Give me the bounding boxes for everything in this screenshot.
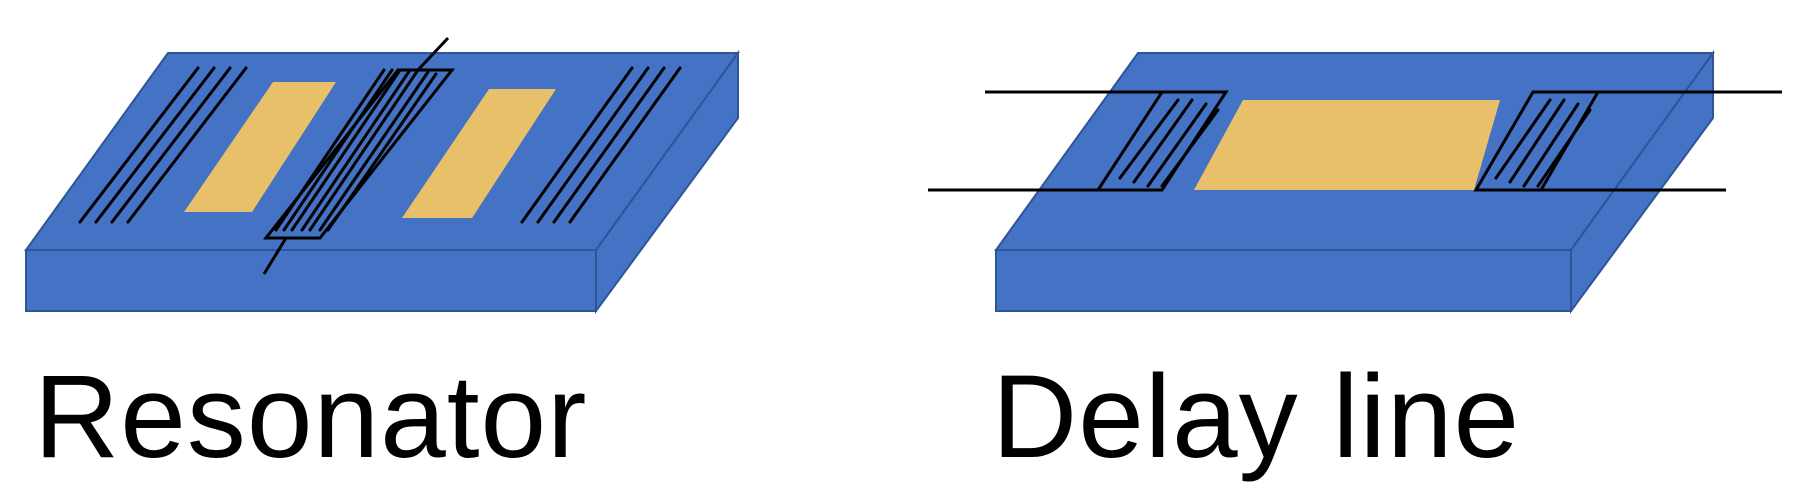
resonator-bottom-lead bbox=[262, 237, 288, 275]
resonator-substrate-side bbox=[595, 49, 739, 315]
resonator-device bbox=[24, 36, 740, 315]
resonator-top-lead bbox=[416, 36, 450, 72]
delay-substrate-front bbox=[995, 249, 1572, 312]
resonator-left-reflector bbox=[78, 66, 248, 224]
resonator-idt-fingers bbox=[274, 68, 438, 232]
resonator-caption: Resonator bbox=[34, 351, 588, 483]
resonator-left-electrode bbox=[184, 82, 336, 212]
resonator-right-electrode bbox=[402, 89, 556, 218]
delay-substrate-side bbox=[1570, 49, 1714, 315]
delay-output-idt-fingers bbox=[1494, 98, 1592, 188]
resonator-right-reflector bbox=[520, 66, 682, 224]
delay-input-idt-fingers bbox=[1118, 98, 1220, 188]
delay-propagation-pad bbox=[1194, 100, 1500, 190]
delay-line-caption: Delay line bbox=[992, 351, 1521, 483]
resonator-substrate-front bbox=[25, 249, 597, 312]
delay-line-device bbox=[928, 49, 1782, 315]
